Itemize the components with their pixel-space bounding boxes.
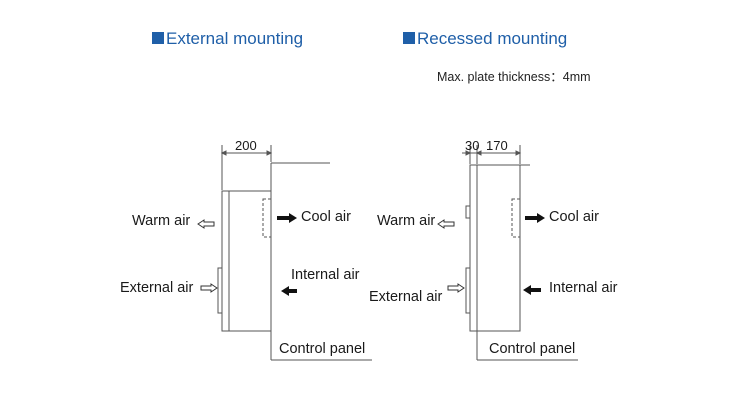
external-control-panel-label: Control panel bbox=[279, 341, 366, 357]
external-control-panel bbox=[270, 162, 372, 361]
recessed-cool-air-arrow bbox=[525, 213, 545, 223]
plate-thickness-note: Max. plate thickness：4mm bbox=[437, 70, 591, 84]
recessed-unit-body bbox=[465, 164, 521, 332]
external-warm-air-arrow bbox=[197, 219, 215, 229]
recessed-external-air-label: External air bbox=[369, 289, 443, 305]
external-cool-air-arrow bbox=[277, 213, 297, 223]
recessed-external-air-arrow bbox=[447, 283, 465, 293]
recessed-dimension-left-label: 30 bbox=[465, 138, 480, 153]
recessed-internal-air-label: Internal air bbox=[549, 280, 618, 296]
heading-recessed-text: Recessed mounting bbox=[417, 29, 568, 48]
external-unit-body bbox=[217, 190, 272, 332]
external-cool-air-label: Cool air bbox=[301, 209, 351, 225]
external-external-air-arrow bbox=[200, 283, 218, 293]
recessed-control-panel bbox=[476, 164, 578, 361]
external-internal-air-label: Internal air bbox=[291, 267, 360, 283]
recessed-internal-air-arrow bbox=[523, 285, 541, 295]
recessed-warm-air-arrow bbox=[437, 219, 455, 229]
recessed-cool-air-label: Cool air bbox=[549, 209, 599, 225]
heading-external-text: External mounting bbox=[166, 29, 304, 48]
external-dimension-200 bbox=[220, 145, 273, 190]
recessed-warm-air-label: Warm air bbox=[377, 213, 436, 229]
recessed-control-panel-label: Control panel bbox=[489, 341, 576, 357]
external-internal-air-arrow bbox=[281, 286, 297, 296]
external-warm-air-label: Warm air bbox=[132, 213, 191, 229]
recessed-dimensions bbox=[462, 145, 522, 164]
recessed-dimension-right-label: 170 bbox=[486, 138, 508, 153]
heading-recessed-mounting: Recessed mounting bbox=[403, 29, 567, 49]
square-bullet-icon bbox=[403, 32, 415, 44]
heading-external-mounting: External mounting bbox=[152, 29, 303, 49]
external-dimension-label: 200 bbox=[235, 138, 257, 153]
square-bullet-icon bbox=[152, 32, 164, 44]
external-external-air-label: External air bbox=[120, 280, 194, 296]
